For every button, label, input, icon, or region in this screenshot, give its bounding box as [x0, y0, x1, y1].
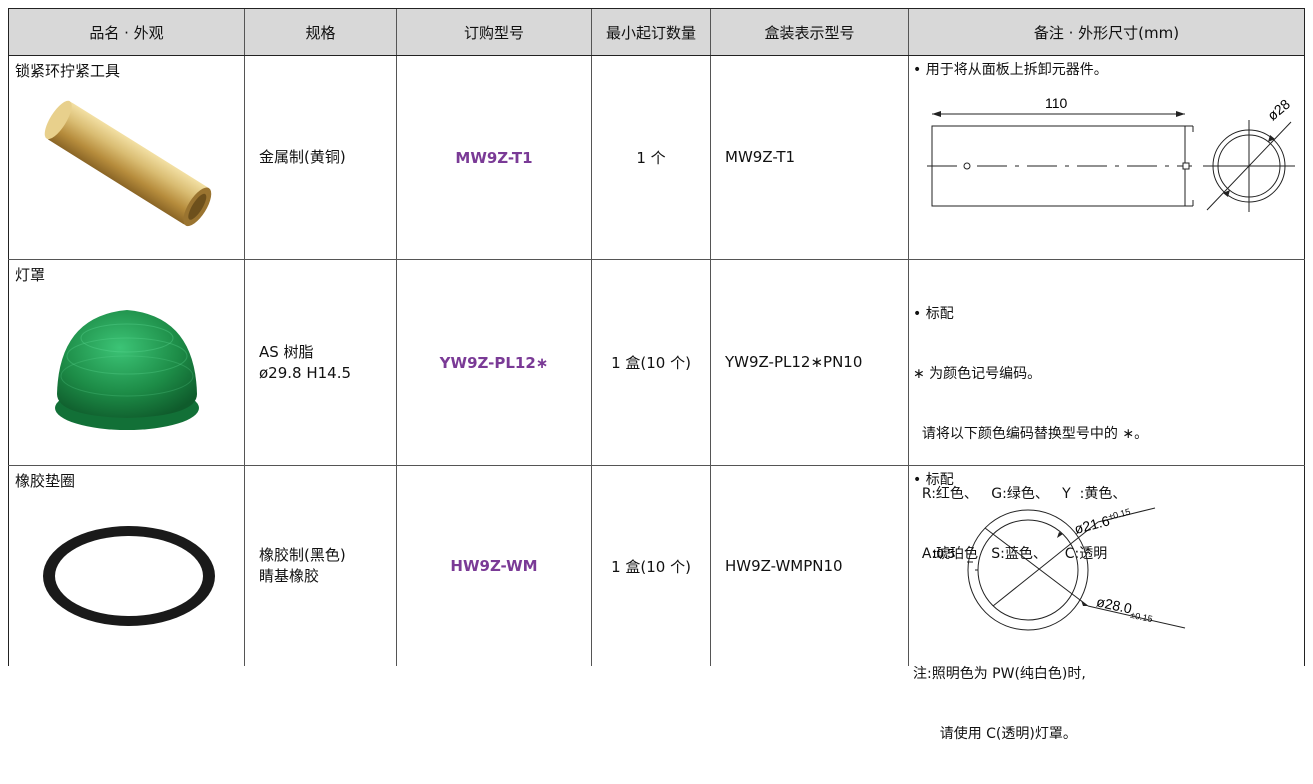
- notes-line: 请使用 C(透明)灯罩。: [913, 726, 1077, 742]
- header-name: 品名 · 外观: [8, 9, 244, 55]
- notes-line: 请将以下颜色编码替换型号中的 ∗。: [913, 426, 1149, 442]
- box-cell: MW9Z-T1: [710, 56, 908, 259]
- qty-cell: 1 个: [591, 56, 710, 259]
- order-number: HW9Z-WM: [450, 557, 538, 575]
- spec-line: 橡胶制(黑色): [259, 546, 346, 564]
- notes-line: 注:照明色为 PW(纯白色)时,: [913, 666, 1086, 682]
- brass-tool-image: [44, 100, 212, 227]
- washer-thickness-label: t0.5: [933, 546, 955, 561]
- order-cell: YW9Z-PL12∗: [396, 260, 591, 465]
- table-header: 品名 · 外观 规格 订购型号 最小起订数量 盒装表示型号 备注 · 外形尺寸(…: [8, 8, 1305, 56]
- tool-dimension-drawing: 110 ø28: [927, 95, 1295, 212]
- green-lens-image: [55, 310, 199, 430]
- table-row: 锁紧环拧紧工具 金属制(黄铜): [8, 56, 1305, 260]
- min-qty: 1 盒(10 个): [611, 354, 691, 372]
- washer-outer-label: ø28.0±0.15: [1094, 593, 1155, 624]
- rubber-washer-image: [43, 526, 215, 626]
- notes-cell: • 标配 ∗ 为颜色记号编码。 请将以下颜色编码替换型号中的 ∗。 R:红色、 …: [908, 260, 1305, 742]
- header-box-no: 盒装表示型号: [710, 9, 908, 55]
- washer-dimension-drawing: t0.5 ø21.6±0.15 ø28.0±0.15: [933, 507, 1186, 631]
- spec-line: AS 树脂: [259, 342, 314, 361]
- min-qty: 1 个: [636, 149, 666, 167]
- order-number: YW9Z-PL12∗: [439, 353, 549, 372]
- order-cell: MW9Z-T1: [396, 56, 591, 259]
- notes-line: R:红色、 G:绿色、 Y :黄色、: [913, 486, 1127, 502]
- tool-length-label: 110: [1045, 95, 1068, 111]
- qty-cell: 1 盒(10 个): [591, 466, 710, 666]
- product-cell: 橡胶垫圈: [8, 466, 244, 666]
- notes-cell: • 用于将从面板上拆卸元器件。 110: [908, 56, 1305, 259]
- product-name: 灯罩: [15, 266, 46, 284]
- table-row: 灯罩 AS 树脂 ø29.8 H14.5: [8, 260, 1305, 742]
- min-qty: 1 盒(10 个): [611, 557, 691, 576]
- tool-diameter-label: ø28: [1264, 96, 1293, 124]
- spec-cell: 金属制(黄铜): [244, 56, 396, 259]
- product-name: 锁紧环拧紧工具: [15, 62, 121, 80]
- notes-line: ∗ 为颜色记号编码。: [913, 366, 1042, 382]
- product-cell: 锁紧环拧紧工具: [8, 56, 244, 259]
- spec-line: ø29.8 H14.5: [259, 363, 352, 382]
- header-min-qty: 最小起订数量: [591, 9, 710, 55]
- box-number: HW9Z-WMPN10: [725, 556, 843, 575]
- box-number: MW9Z-T1: [725, 148, 796, 166]
- box-cell: YW9Z-PL12∗PN10: [710, 260, 908, 465]
- product-cell: 灯罩: [8, 260, 244, 465]
- notes-line: • 用于将从面板上拆卸元器件。: [913, 62, 1108, 78]
- notes-line: • 标配: [913, 472, 954, 488]
- order-cell: HW9Z-WM: [396, 466, 591, 666]
- spec-line: 睛基橡胶: [259, 567, 320, 585]
- spec-cell: 橡胶制(黑色) 睛基橡胶: [244, 466, 396, 666]
- box-number: YW9Z-PL12∗PN10: [725, 353, 863, 371]
- qty-cell: 1 盒(10 个): [591, 260, 710, 465]
- product-name: 橡胶垫圈: [15, 472, 76, 490]
- notes-line: • 标配: [913, 306, 954, 322]
- header-notes: 备注 · 外形尺寸(mm): [908, 9, 1305, 55]
- accessory-table: 品名 · 外观 规格 订购型号 最小起订数量 盒装表示型号 备注 · 外形尺寸(…: [8, 8, 1305, 742]
- spec-cell: AS 树脂 ø29.8 H14.5: [244, 260, 396, 465]
- notes-cell: • 标配 t0.5 ø21.6±0.15 ø28.0±0.15: [908, 466, 1305, 666]
- table-row: 橡胶垫圈 橡胶制(黑色) 睛基橡胶 HW9Z-WM 1 盒(10 个) HW9Z…: [8, 466, 1305, 666]
- box-cell: HW9Z-WMPN10: [710, 466, 908, 666]
- spec-line: 金属制(黄铜): [259, 148, 346, 166]
- header-spec: 规格: [244, 9, 396, 55]
- order-number: MW9Z-T1: [455, 148, 533, 167]
- header-order-no: 订购型号: [396, 9, 591, 55]
- washer-inner-label: ø21.6±0.15: [1073, 507, 1133, 538]
